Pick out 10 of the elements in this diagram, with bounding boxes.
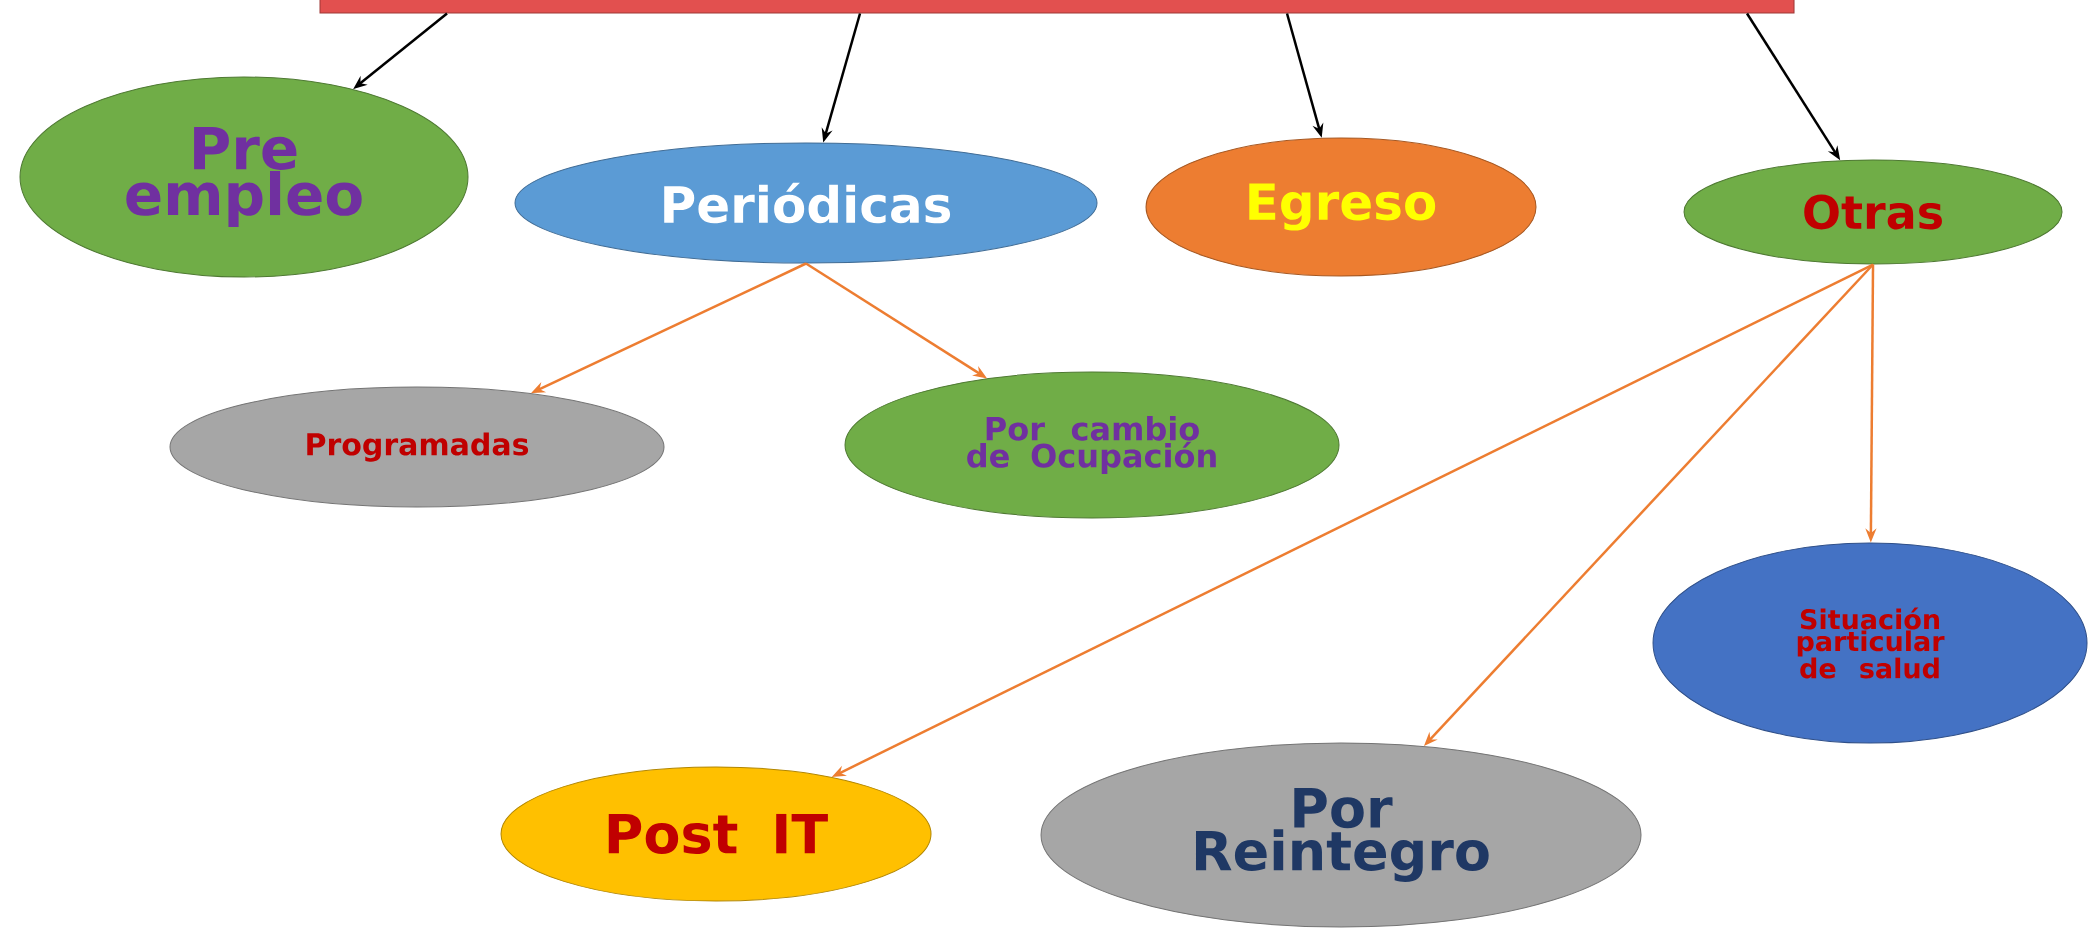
ellipse-node: Egreso	[1145, 137, 1537, 277]
ellipse-node: Otras	[1683, 159, 2063, 265]
ellipse-node: Por Reintegro	[1040, 742, 1642, 928]
ellipse-node: Post IT	[500, 766, 932, 902]
ellipse-node: Pre empleo	[19, 76, 469, 278]
ellipse-node: Periódicas	[514, 142, 1098, 264]
ellipse-node: Situación particular de salud	[1652, 542, 2088, 744]
ellipse-node: Por cambio de Ocupación	[844, 371, 1340, 519]
ellipse-node: Programadas	[169, 386, 665, 508]
bar-node	[319, 0, 1795, 14]
